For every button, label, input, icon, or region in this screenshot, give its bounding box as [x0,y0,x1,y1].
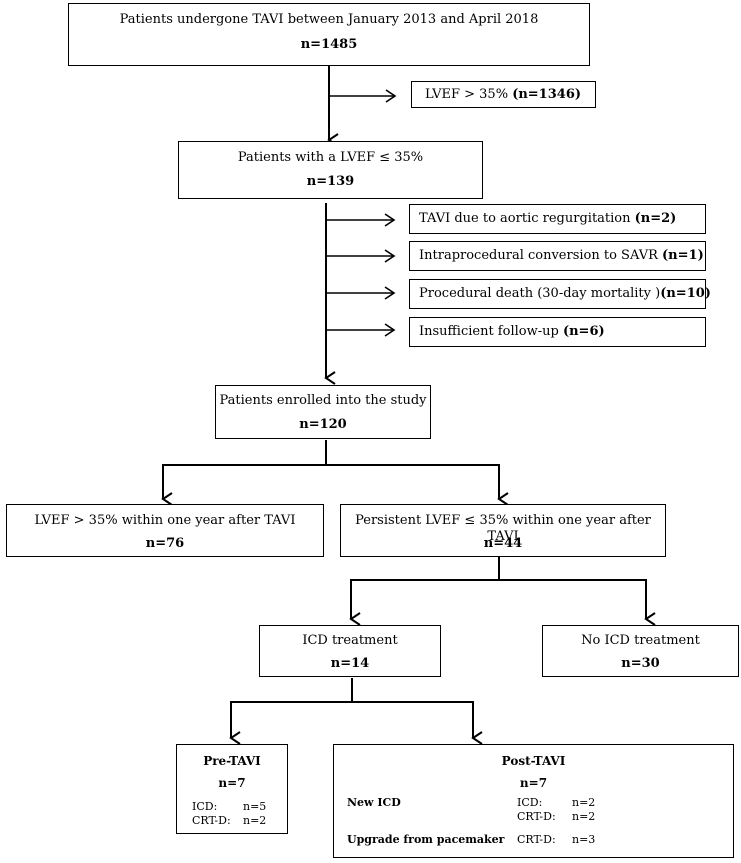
exclusion-lvef-count: (n=1346) [512,87,582,102]
improved-lvef-count: n=76 [145,536,185,551]
upgrade-crtd-value: n=3 [572,833,596,846]
pre-tavi-row: ICD: [192,800,217,814]
new-icd-icd-label: ICD: [517,796,543,809]
exclusion-lvef-box: LVEF > 35% (n=1346) [411,81,596,108]
exclusion-aortic-regurgitation-count: (n=2) [634,211,677,226]
post-tavi-count: n=7 [519,776,548,790]
no-icd-treatment-title: No ICD treatment [581,633,700,648]
low-lvef-box: Patients with a LVEF ≤ 35% n=139 [178,141,483,199]
enrolled-count: n=120 [299,417,347,432]
exclusion-follow-up-box: Insufficient follow-up (n=6) [409,317,706,347]
improved-lvef-box: LVEF > 35% within one year after TAVI n=… [6,504,324,557]
exclusion-aortic-regurgitation-text: TAVI due to aortic regurgitation [419,211,631,226]
exclusion-follow-up-count: (n=6) [562,324,605,339]
total-patients-count: n=1485 [300,37,358,52]
icd-treatment-title: ICD treatment [302,633,398,648]
new-icd-icd-value: n=2 [572,796,596,809]
no-icd-treatment-box: No ICD treatment n=30 [542,625,739,677]
exclusion-lvef-text: LVEF > 35% [425,87,509,102]
post-tavi-box: Post-TAVI n=7 New ICD ICD: n=2 CRT-D: n=… [333,744,734,858]
no-icd-treatment-count: n=30 [621,656,660,671]
pre-tavi-box: Pre-TAVI n=7 ICD: n=5 CRT-D: n=2 [176,744,288,834]
enrolled-box: Patients enrolled into the study n=120 [215,385,431,439]
upgrade-crtd-label: CRT-D: [517,833,556,846]
low-lvef-count: n=139 [306,174,355,189]
upgrade-heading: Upgrade from pacemaker [347,833,505,846]
pre-tavi-title: Pre-TAVI [203,754,261,768]
exclusion-follow-up-text: Insufficient follow-up [419,324,559,339]
new-icd-crtd-value: n=2 [572,810,596,823]
new-icd-heading: New ICD [347,796,401,809]
low-lvef-title: Patients with a LVEF ≤ 35% [237,150,424,165]
persistent-lvef-box: Persistent LVEF ≤ 35% within one year af… [340,504,666,557]
exclusion-aortic-regurgitation-box: TAVI due to aortic regurgitation (n=2) [409,204,706,234]
improved-lvef-title: LVEF > 35% within one year after TAVI [34,513,296,528]
pre-tavi-crtd-label: CRT-D: [192,814,231,827]
pre-tavi-icd-value: n=5 [243,800,267,813]
pre-tavi-count: n=7 [218,776,246,790]
new-icd-crtd-label: CRT-D: [517,810,556,823]
enrolled-title: Patients enrolled into the study [219,393,427,408]
persistent-lvef-title: Persistent LVEF ≤ 35% within one year af… [355,513,651,544]
post-tavi-title: Post-TAVI [501,754,566,768]
exclusion-savr-text: Intraprocedural conversion to SAVR [419,248,658,263]
exclusion-procedural-death-text: Procedural death (30-day mortality ) [419,286,661,301]
exclusion-procedural-death-box: Procedural death (30-day mortality )(n=1… [409,279,711,309]
icd-treatment-count: n=14 [330,656,370,671]
pre-tavi-icd-label: ICD: [192,800,218,813]
total-patients-title: Patients undergone TAVI between January … [119,12,539,27]
exclusion-savr-box: Intraprocedural conversion to SAVR (n=1) [409,241,706,271]
icd-treatment-box: ICD treatment n=14 [259,625,441,677]
persistent-lvef-count: n=44 [483,536,523,551]
exclusion-procedural-death-count: (n=10) [660,286,711,301]
pre-tavi-crtd-value: n=2 [243,814,267,827]
total-patients-box: Patients undergone TAVI between January … [68,3,590,66]
exclusion-savr-count: (n=1) [662,248,704,263]
